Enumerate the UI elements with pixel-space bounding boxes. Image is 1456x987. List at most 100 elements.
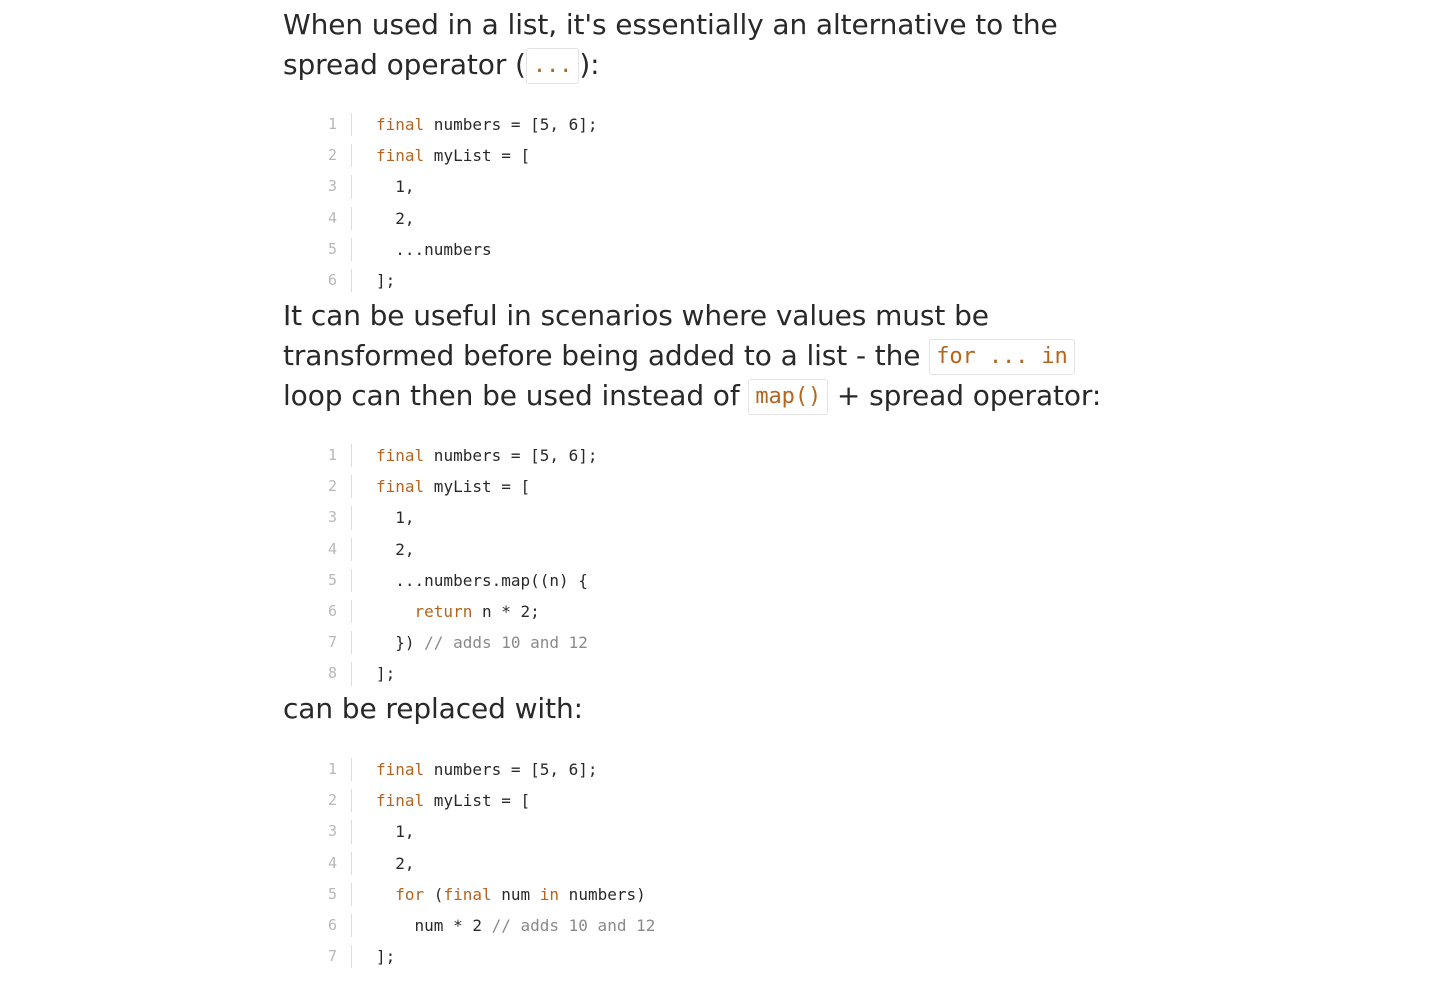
line-number: 3 [327, 822, 337, 841]
gutter-divider [351, 882, 352, 906]
code-text: num * 2 // adds 10 and 12 [376, 910, 656, 941]
code-text: ...numbers.map((n) { [376, 565, 588, 596]
line-number: 5 [327, 884, 337, 903]
code-token [376, 602, 415, 621]
gutter-divider [351, 568, 352, 592]
code-keyword: for [395, 884, 425, 904]
line-number: 7 [327, 633, 337, 652]
code-keyword: in [539, 884, 560, 904]
code-text: 2, [376, 848, 415, 879]
line-number: 2 [327, 791, 337, 810]
code-text: 2, [376, 534, 415, 565]
code-token: num * 2 [376, 915, 492, 935]
code-keyword: final [443, 884, 492, 904]
paragraph-text: When used in a list, it's essentially an… [283, 8, 1058, 81]
code-keyword: final [376, 477, 425, 497]
line-number: 1 [327, 446, 337, 464]
code-text: for (final num in numbers) [376, 879, 646, 910]
gutter-divider [351, 599, 352, 624]
gutter-divider [351, 268, 352, 293]
code-token: }) [376, 633, 425, 653]
gutter-divider [351, 758, 352, 782]
paragraph-spread-alternative: When used in a list, it's essentially an… [283, 5, 1103, 85]
code-text: final numbers = [5, 6]; [376, 109, 598, 140]
code-token: numbers = [5, 6]; [424, 446, 598, 465]
paragraph-transform: It can be useful in scenarios where valu… [283, 296, 1103, 416]
line-number: 8 [327, 664, 337, 683]
line-number: 6 [327, 601, 337, 620]
code-text: return n * 2; [376, 596, 540, 627]
code-keyword: return [414, 601, 473, 621]
code-token: 2, [376, 853, 415, 873]
gutter-divider [351, 631, 352, 655]
line-number: 6 [327, 915, 337, 934]
line-number: 4 [327, 539, 337, 558]
code-comment: // adds 10 and 12 [424, 633, 588, 653]
paragraph-text: ): [579, 48, 600, 81]
code-text: ...numbers [376, 234, 492, 265]
gutter-divider [351, 789, 352, 813]
code-keyword: final [376, 115, 425, 134]
gutter-divider [351, 113, 352, 137]
paragraph-replaced-with: can be replaced with: [283, 692, 583, 725]
code-token: myList = [ [424, 477, 531, 497]
code-token: ( [424, 884, 444, 904]
gutter-divider [351, 206, 352, 230]
code-text: final numbers = [5, 6]; [376, 754, 598, 785]
code-token: numbers = [5, 6]; [424, 760, 598, 779]
code-token: myList = [ [424, 791, 531, 811]
line-number: 6 [327, 270, 337, 289]
gutter-divider [351, 444, 352, 468]
line-number: 3 [327, 508, 337, 527]
code-token: 2, [376, 539, 415, 559]
gutter-divider [351, 144, 352, 168]
gutter-divider [351, 820, 352, 844]
line-number: 2 [327, 146, 337, 165]
inline-code-spread: ... [525, 48, 580, 84]
code-token [376, 885, 395, 904]
gutter-divider [351, 945, 352, 969]
code-text: 1, [376, 502, 415, 533]
code-token: 1, [376, 822, 415, 842]
gutter-divider [351, 237, 352, 261]
code-token: ]; [376, 664, 396, 684]
code-comment: // adds 10 and 12 [491, 915, 656, 935]
gutter-divider [351, 537, 352, 561]
paragraph-text: It can be useful in scenarios where valu… [283, 299, 989, 372]
code-token: ...numbers.map((n) { [376, 570, 588, 590]
line-number: 5 [327, 570, 337, 589]
code-text: 1, [376, 816, 415, 847]
paragraph-text: + spread operator: [828, 379, 1102, 412]
gutter-divider [351, 175, 352, 199]
code-keyword: final [376, 791, 425, 811]
code-token: num [491, 884, 540, 904]
code-token: n * 2; [472, 601, 540, 621]
code-token: ...numbers [376, 239, 492, 259]
code-text: final numbers = [5, 6]; [376, 440, 598, 471]
code-text: ]; [376, 658, 395, 689]
code-text: 2, [376, 203, 414, 234]
gutter-divider [351, 851, 352, 875]
code-text: final myList = [ [376, 140, 530, 171]
code-token: 1, [376, 177, 415, 197]
inline-code-for-in: for ... in [929, 339, 1075, 375]
code-token: numbers = [5, 6]; [424, 115, 598, 134]
gutter-divider [351, 662, 352, 686]
code-token: numbers) [559, 884, 646, 904]
line-number: 2 [327, 477, 337, 496]
code-token: 1, [376, 508, 415, 528]
code-text: 1, [376, 171, 415, 202]
code-token: ]; [376, 947, 396, 967]
inline-code-map: map() [748, 379, 829, 415]
line-number: 1 [327, 115, 337, 133]
code-token: myList = [ [424, 146, 531, 166]
gutter-divider [351, 913, 352, 938]
code-keyword: final [376, 446, 425, 465]
code-text: }) // adds 10 and 12 [376, 627, 588, 658]
gutter-divider [351, 506, 352, 530]
code-keyword: final [376, 146, 425, 166]
code-text: ]; [376, 941, 395, 972]
line-number: 4 [327, 853, 337, 872]
code-text: final myList = [ [376, 471, 530, 502]
line-number: 4 [327, 208, 337, 227]
